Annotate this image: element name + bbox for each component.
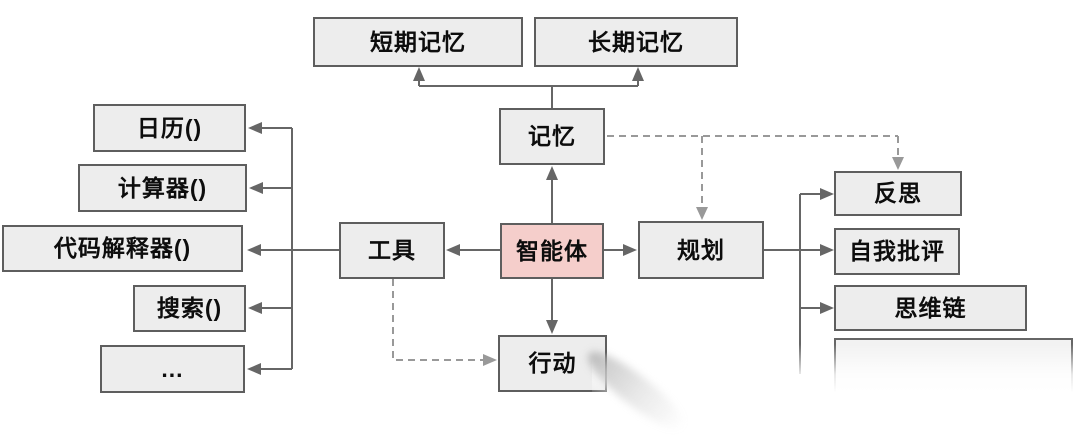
node-search: 搜索() [133, 285, 246, 332]
edge-agent-to-tools [446, 244, 500, 256]
node-long-term-memory: 长期记忆 [534, 17, 738, 67]
node-calendar: 日历() [93, 104, 246, 152]
connector-lines [247, 67, 904, 375]
node-memory: 记忆 [499, 108, 605, 165]
edge-agent-to-memory [546, 166, 558, 223]
bottom-right-fade [768, 344, 1080, 411]
action-corner-smudge-white [592, 346, 777, 411]
node-short-term-memory: 短期记忆 [313, 17, 523, 67]
node-chain-of-thought: 思维链 [834, 285, 1027, 331]
edge-tools-dashed-to-action [392, 279, 497, 366]
node-reflection: 反思 [834, 171, 962, 216]
node-agent: 智能体 [500, 223, 604, 279]
edge-agent-to-action [546, 279, 558, 334]
edge-agent-to-planning [604, 244, 637, 256]
node-self-critique: 自我批评 [834, 228, 960, 275]
edge-tools-to-toollist [247, 122, 339, 375]
node-calculator: 计算器() [78, 164, 247, 212]
node-code-interpreter: 代码解释器() [2, 225, 243, 272]
node-tools: 工具 [339, 222, 445, 279]
node-more-tools: ... [100, 345, 245, 393]
node-planning: 规划 [638, 221, 764, 279]
edge-memory-dashed-to-planning-reflection [607, 135, 904, 220]
edge-memory-to-memtypes [413, 67, 644, 108]
